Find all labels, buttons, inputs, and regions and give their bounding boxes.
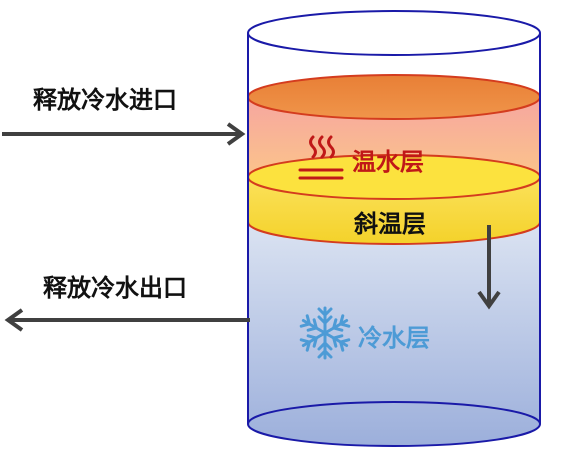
warm-layer-top-surface bbox=[247, 74, 541, 120]
thermocline-label: 斜温层 bbox=[353, 210, 426, 238]
inlet-arrow bbox=[2, 122, 246, 146]
outlet-label: 释放冷水出口 bbox=[43, 274, 187, 302]
warm-layer-label: 温水层 bbox=[352, 148, 424, 176]
tank-top-rim bbox=[247, 10, 541, 56]
snowflake-icon bbox=[298, 306, 352, 360]
inlet-label: 释放冷水进口 bbox=[33, 86, 177, 114]
heat-waves-icon bbox=[298, 135, 344, 180]
tank-bottom-rim bbox=[247, 401, 541, 447]
downflow-arrow bbox=[477, 225, 501, 310]
cold-water-body bbox=[248, 218, 540, 446]
outlet-arrow bbox=[4, 308, 250, 332]
thermocline-bottom-edge bbox=[247, 221, 541, 245]
cold-layer-label: 冷水层 bbox=[358, 324, 430, 352]
